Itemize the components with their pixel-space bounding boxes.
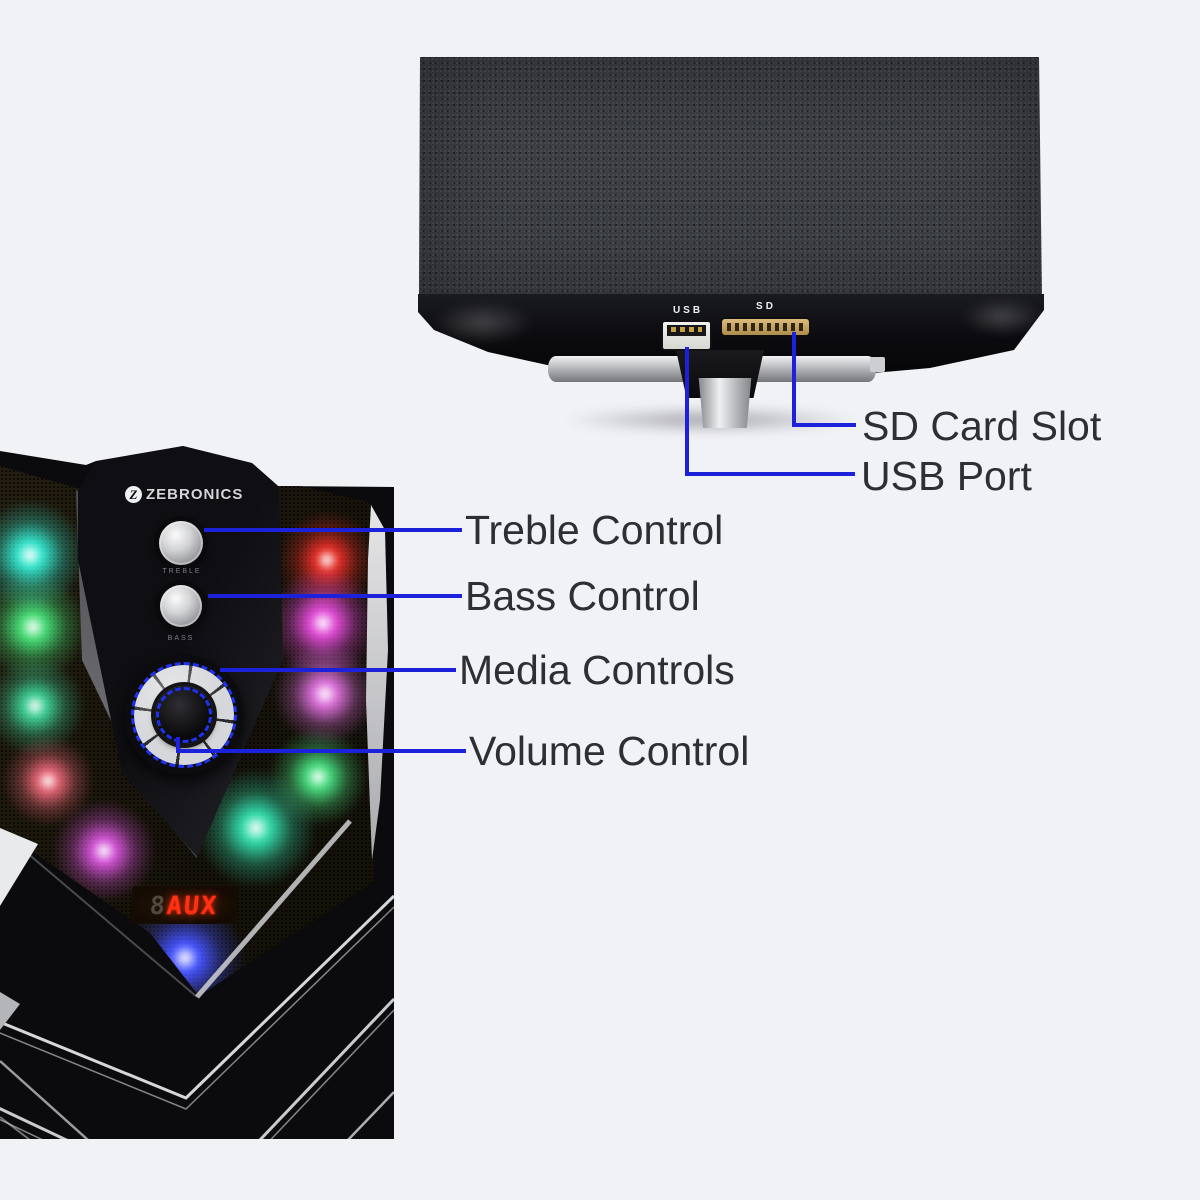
label-sd-card-slot: SD Card Slot	[862, 403, 1102, 449]
hull-highlight-left	[428, 300, 538, 346]
label-media-controls: Media Controls	[459, 647, 735, 693]
speaker-front-photo: Z ZEBRONICS TREBLE BASS 8 AUX	[0, 446, 394, 1139]
sd-slot-label: SD	[756, 301, 776, 312]
speaker-top-body	[419, 57, 1042, 303]
label-usb-port: USB Port	[861, 453, 1032, 499]
usb-port-label: USB	[672, 305, 704, 316]
callout-line-media	[220, 668, 456, 672]
chevron-trim-lines	[0, 819, 394, 1139]
volume-knob	[124, 655, 244, 775]
callout-line-sd-vertical	[792, 332, 796, 427]
silver-foot-knob	[698, 378, 752, 428]
callout-line-volume	[176, 749, 466, 753]
led-display: 8 AUX	[129, 886, 239, 924]
brand-emblem-icon: Z	[125, 486, 142, 503]
brand-logo: Z ZEBRONICS	[125, 486, 243, 503]
callout-line-volume-vertical	[176, 737, 180, 753]
treble-knob	[159, 521, 203, 565]
callout-line-bass	[208, 594, 462, 598]
volume-knob-dashed-highlight	[156, 687, 212, 743]
bass-knob-label: BASS	[167, 635, 195, 642]
callout-line-usb	[685, 472, 855, 476]
callout-line-usb-vertical	[685, 347, 689, 476]
display-ghost-digit: 8	[148, 890, 169, 920]
sd-card-slot	[722, 319, 809, 335]
label-treble-control: Treble Control	[465, 507, 724, 553]
label-bass-control: Bass Control	[465, 573, 700, 619]
display-source-text: AUX	[165, 890, 220, 920]
label-volume-control: Volume Control	[469, 728, 750, 774]
media-ring-dashed-highlight	[131, 662, 237, 768]
treble-knob-label: TREBLE	[162, 568, 202, 575]
usb-port	[663, 322, 710, 349]
callout-line-treble	[204, 528, 462, 532]
brand-name: ZEBRONICS	[146, 486, 244, 503]
hull-highlight-right	[958, 297, 1046, 337]
bass-knob	[160, 585, 202, 627]
callout-line-sd	[792, 423, 856, 427]
